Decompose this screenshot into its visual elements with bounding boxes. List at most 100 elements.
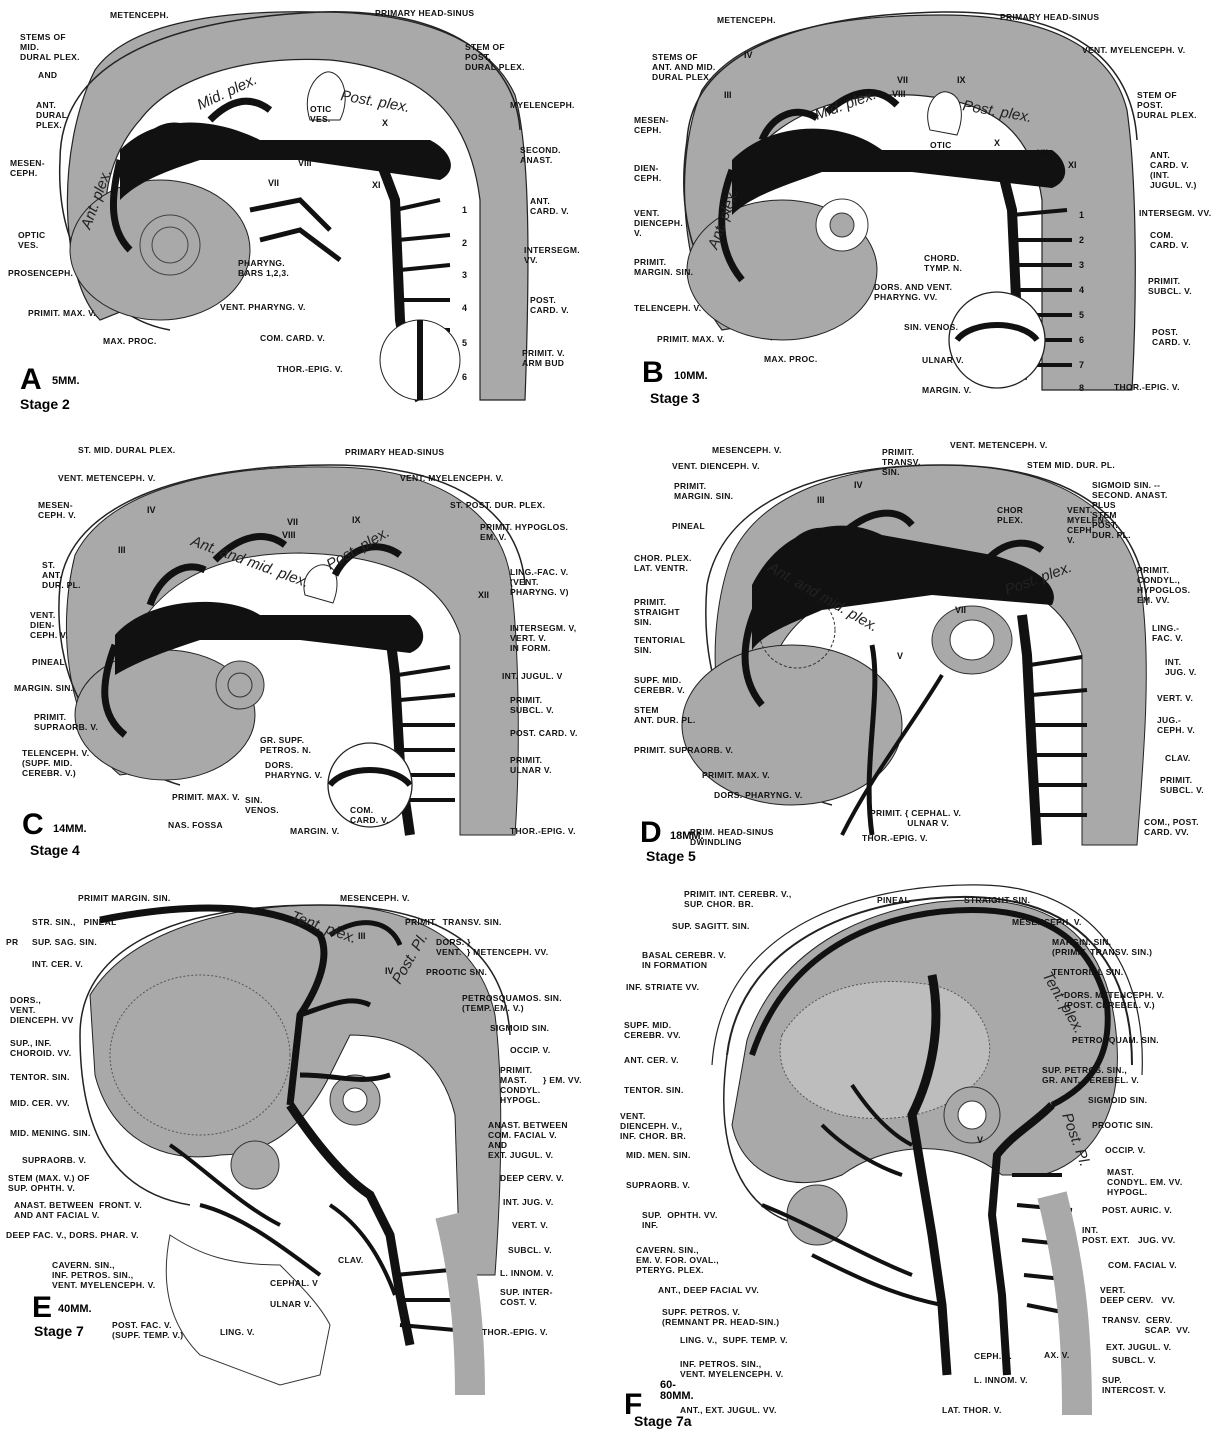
label-pharyng-bars: PHARYNG. BARS 1,2,3. — [238, 258, 289, 278]
segment-number: 5 — [462, 338, 467, 348]
panel-letter: C — [22, 810, 44, 840]
label-vent-myelenceph-v: VENT. MYELENCEPH. V. — [1082, 45, 1185, 55]
label-vert-deep-cerv-vv: VERT. DEEP CERV. VV. — [1100, 1285, 1175, 1305]
label-clav: CLAV. — [1165, 753, 1191, 763]
cranial-nerve-number: III — [358, 931, 366, 941]
label-otic-ves: OTIC VES. — [930, 140, 952, 160]
label-thor-epig-v: THOR.-EPIG. V. — [1114, 382, 1180, 392]
cranial-nerve-number: V — [977, 1135, 983, 1145]
label-l-innom-v: L. INNOM. V. — [500, 1268, 554, 1278]
panel-e: Tent. plex. Post. Pl. PRIMIT MARGIN. SIN… — [0, 875, 611, 1435]
label-vent-myelenceph-v: VENT. MYELEN- CEPH. V. — [1067, 505, 1107, 545]
label-margin-sin: MARGIN. SIN. (PRIMIT. TRANSV. SIN.) — [1052, 937, 1152, 957]
label-primary-head-sinus: PRIMARY HEAD-SINUS — [345, 447, 444, 457]
label-ext-jugul-v: EXT. JUGUL. V. — [1106, 1342, 1171, 1352]
label-sup-sag-sin: SUP. SAG. SIN. — [32, 937, 97, 947]
label-dors-vent-dienceph-vv: DORS., VENT. DIENCEPH. VV — [10, 995, 74, 1025]
panel-size: 40MM. — [58, 1303, 92, 1315]
panel-size: 14MM. — [53, 823, 87, 835]
cranial-nerve-number: XII — [1037, 148, 1048, 158]
label-dienceph: DIEN- CEPH. — [634, 163, 661, 183]
panel-a: Mid. plex. Post. plex. Ant. plex. METENC… — [0, 0, 611, 478]
label-chor-plex: CHOR PLEX. — [997, 505, 1023, 525]
panel-size: 5MM. — [52, 375, 80, 387]
label-vent-metenceph-v: VENT. METENCEPH. V. — [58, 473, 156, 483]
label-otic-ves: OTIC VES. — [310, 104, 332, 124]
label-ling-supf-temp-v: LING. V., SUPF. TEMP. V. — [680, 1335, 788, 1345]
label-mast-condyl-hypogl: MAST. CONDYL. EM. VV. HYPOGL. — [1107, 1167, 1183, 1197]
label-thor-epig-v: THOR.-EPIG. V. — [862, 833, 928, 843]
cranial-nerve-number: X — [382, 118, 388, 128]
label-inf-petros-sin: INF. PETROS. SIN., VENT. MYELENCEPH. V. — [680, 1359, 783, 1379]
label-thor-epig-v: THOR.-EPIG. V. — [482, 1327, 548, 1337]
label-cephal-v: CEPHAL. V — [270, 1278, 318, 1288]
cranial-nerve-number: VII — [268, 178, 279, 188]
label-primit-hypoglos-em-v: PRIMIT. HYPOGLOS. EM. V. — [480, 522, 568, 542]
label-stems-mid-dural-plex: STEMS OF MID. DURAL PLEX. — [20, 32, 80, 62]
label-primit-subcl-v: PRIMIT. SUBCL. V. — [510, 695, 554, 715]
segment-number: 5 — [1079, 310, 1084, 320]
label-l-innom-v: L. INNOM. V. — [974, 1375, 1028, 1385]
label-primary-head-sinus: PRIMARY HEAD-SINUS — [1000, 12, 1099, 22]
label-pineal: PINEAL — [672, 521, 705, 531]
segment-number: 6 — [1079, 335, 1084, 345]
label-st-mid-dural-plex: ST. MID. DURAL PLEX. — [78, 445, 175, 455]
label-anast-com-facial-ext-jugul: ANAST. BETWEEN COM. FACIAL V. AND EXT. J… — [488, 1120, 568, 1160]
label-prootic-sin: PROOTIC SIN. — [426, 967, 487, 977]
label-deep-fac-dors-phar: DEEP FAC. V., DORS. PHAR. V. — [6, 1230, 139, 1240]
label-primit-max-v: PRIMIT. MAX. V. — [702, 770, 770, 780]
label-gr-supf-petros-n: GR. SUPF. PETROS. N. — [260, 735, 311, 755]
cranial-nerve-number: VIII — [282, 530, 296, 540]
label-ceph-v: CEPH. V. — [974, 1351, 1012, 1361]
label-post-card-v: POST. CARD. V. — [510, 728, 578, 738]
panel-stage: Stage 2 — [20, 396, 70, 412]
label-dors-vent-metenceph-vv: DORS. } VENT. } METENCEPH. VV. — [436, 937, 548, 957]
label-max-proc: MAX. PROC. — [103, 336, 157, 346]
label-primary-head-sinus: PRIMARY HEAD-SINUS — [375, 8, 474, 18]
segment-number: 1 — [462, 205, 467, 215]
label-tentorial-sin: TENTORIAL SIN. — [634, 635, 685, 655]
label-primit-margin-sin: PRIMIT. MARGIN. SIN. — [634, 257, 693, 277]
label-margin-v: MARGIN. V. — [922, 385, 971, 395]
label-prootic-sin: PROOTIC SIN. — [1092, 1120, 1153, 1130]
label-post-card-v: POST. CARD. V. — [530, 295, 569, 315]
panel-stage: Stage 7a — [634, 1413, 692, 1429]
segment-number: 8 — [1079, 383, 1084, 393]
label-subcl-v: SUBCL. V. — [508, 1245, 552, 1255]
label-dors-pharyng-v: DORS. PHARYNG. V. — [714, 790, 803, 800]
label-clav: CLAV. — [338, 1255, 364, 1265]
label-ax-v: AX. V. — [1044, 1350, 1070, 1360]
panel-size: 18MM. — [670, 830, 704, 842]
label-dors-metenceph-v: DORS. METENCEPH. V. (POST. CEREBEL. V.) — [1064, 990, 1164, 1010]
label-sin-venos: SIN. VENOS. — [245, 795, 279, 815]
cranial-nerve-number: XII — [478, 590, 489, 600]
label-primit-subcl-v: PRIMIT. SUBCL. V. — [1148, 276, 1192, 296]
label-vert-v: VERT. V. — [512, 1220, 548, 1230]
cranial-nerve-number: III — [118, 545, 126, 555]
segment-number: 2 — [462, 238, 467, 248]
label-margin-v: MARGIN. V. — [290, 826, 339, 836]
label-supraorb-v: SUPRAORB. V. — [22, 1155, 86, 1165]
label-mesenceph: MESEN- CEPH. — [10, 158, 45, 178]
label-ant-deep-facial-vv: ANT., DEEP FACIAL VV. — [658, 1285, 759, 1295]
label-primit-subcl-v: PRIMIT. SUBCL. V. — [1160, 775, 1204, 795]
svg-text:Post. plex.: Post. plex. — [339, 87, 411, 116]
label-supraorb-v: SUPRAORB. V. — [626, 1180, 690, 1190]
label-sigmoid-sin: SIGMOID SIN. — [490, 1023, 549, 1033]
label-primit-max-v: PRIMIT. MAX. V. — [28, 308, 96, 318]
label-metenceph: METENCEPH. — [110, 10, 169, 20]
label-mesenceph-v: MESENCEPH. V. — [712, 445, 782, 455]
label-supf-mid-cerebr-v: SUPF. MID. CEREBR. V. — [634, 675, 685, 695]
label-vent-dienceph-v: VENT. DIENCEPH. V. — [672, 461, 760, 471]
label-intersegm-vv: INTERSEGM. VV. — [524, 245, 580, 265]
label-and: AND — [38, 70, 57, 80]
label-ling-v: LING. V. — [220, 1327, 255, 1337]
cranial-nerve-number: V — [897, 651, 903, 661]
label-vent-myelenceph-v: VENT. MYELENCEPH. V. — [400, 473, 503, 483]
label-sup-sagitt-sin: SUP. SAGITT. SIN. — [672, 921, 750, 931]
label-deep-cerv-v: DEEP CERV. V. — [500, 1173, 564, 1183]
label-intersegm-vv: INTERSEGM. VV. — [1139, 208, 1211, 218]
label-int-jug-v: INT. JUG. V. — [503, 1197, 554, 1207]
label-stem-ant-dur-pl: STEM ANT. DUR. PL. — [634, 705, 696, 725]
label-basal-cerebr-v: BASAL CEREBR. V. IN FORMATION — [642, 950, 726, 970]
